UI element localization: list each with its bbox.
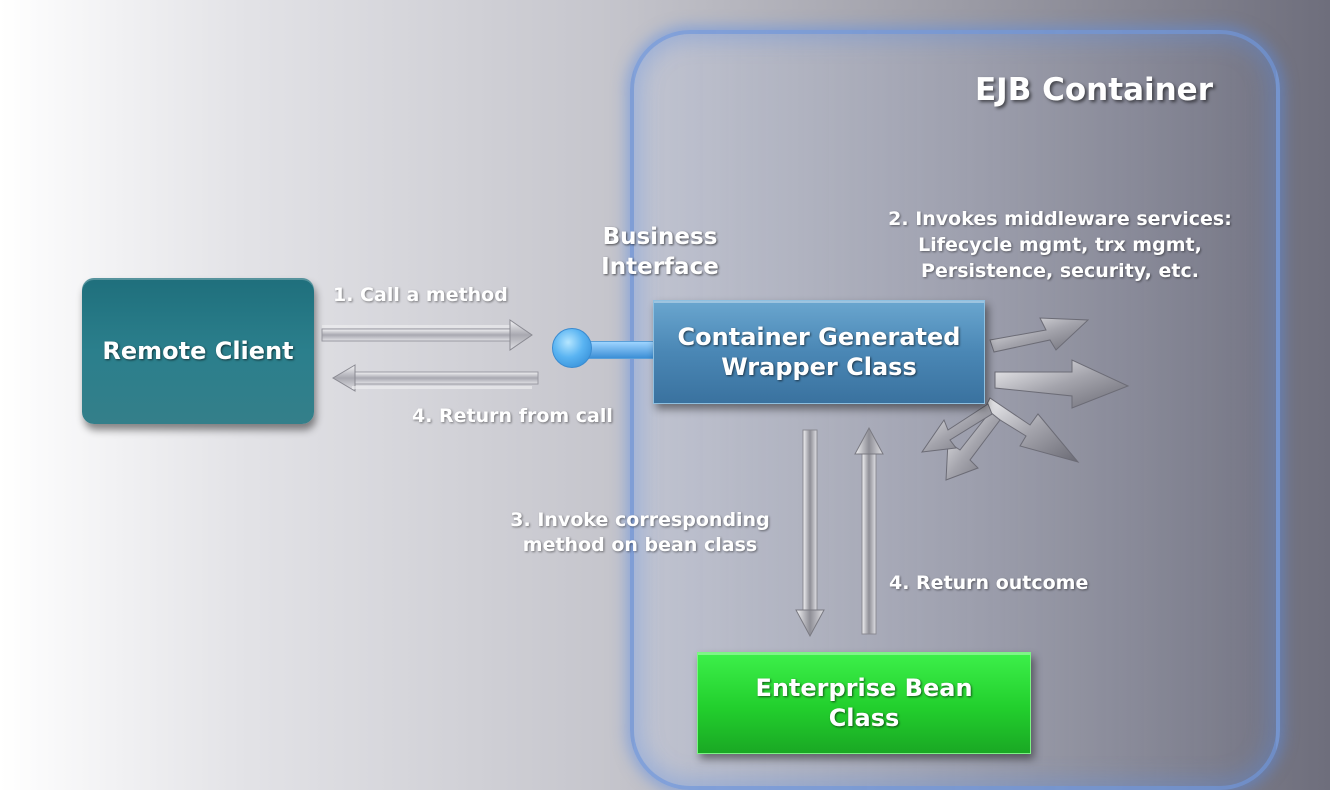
call-method-label: 1. Call a method [333, 284, 508, 306]
services-line1: 2. Invokes middleware services: [888, 208, 1232, 230]
business-interface-line2: Interface [601, 254, 719, 280]
remote-client-box: Remote Client [82, 278, 314, 424]
wrapper-line1: Container Generated [677, 323, 961, 351]
return-call-label: 4. Return from call [412, 405, 613, 427]
invoke-down-arrow [795, 429, 825, 638]
business-interface-line1: Business [602, 224, 718, 250]
bean-line1: Enterprise Bean [755, 674, 973, 702]
business-interface-label: Business Interface [590, 222, 730, 282]
return-outcome-label: 4. Return outcome [889, 572, 1089, 594]
enterprise-bean-box: Enterprise Bean Class [697, 652, 1031, 754]
remote-client-label: Remote Client [102, 337, 294, 365]
invoke-bean-label: 3. Invoke corresponding method on bean c… [490, 508, 790, 558]
call-method-arrow [321, 319, 533, 351]
return-call-arrow [332, 364, 539, 392]
interface-connector [582, 341, 657, 359]
arrows-layer [321, 317, 1130, 638]
invoke-line2: method on bean class [522, 534, 758, 556]
middleware-services-label: 2. Invokes middleware services: Lifecycl… [855, 206, 1265, 284]
invoke-line1: 3. Invoke corresponding [510, 509, 770, 531]
return-outcome-up-arrow [854, 426, 884, 635]
bean-line2: Class [828, 704, 900, 732]
wrapper-line2: Wrapper Class [721, 353, 917, 381]
business-interface-lollipop-icon [552, 328, 592, 368]
wrapper-class-box: Container Generated Wrapper Class [653, 300, 985, 404]
middleware-services-burst [920, 317, 1130, 481]
services-line3: Persistence, security, etc. [921, 260, 1199, 282]
services-line2: Lifecycle mgmt, trx mgmt, [918, 234, 1202, 256]
ejb-container-title: EJB Container [975, 72, 1213, 108]
